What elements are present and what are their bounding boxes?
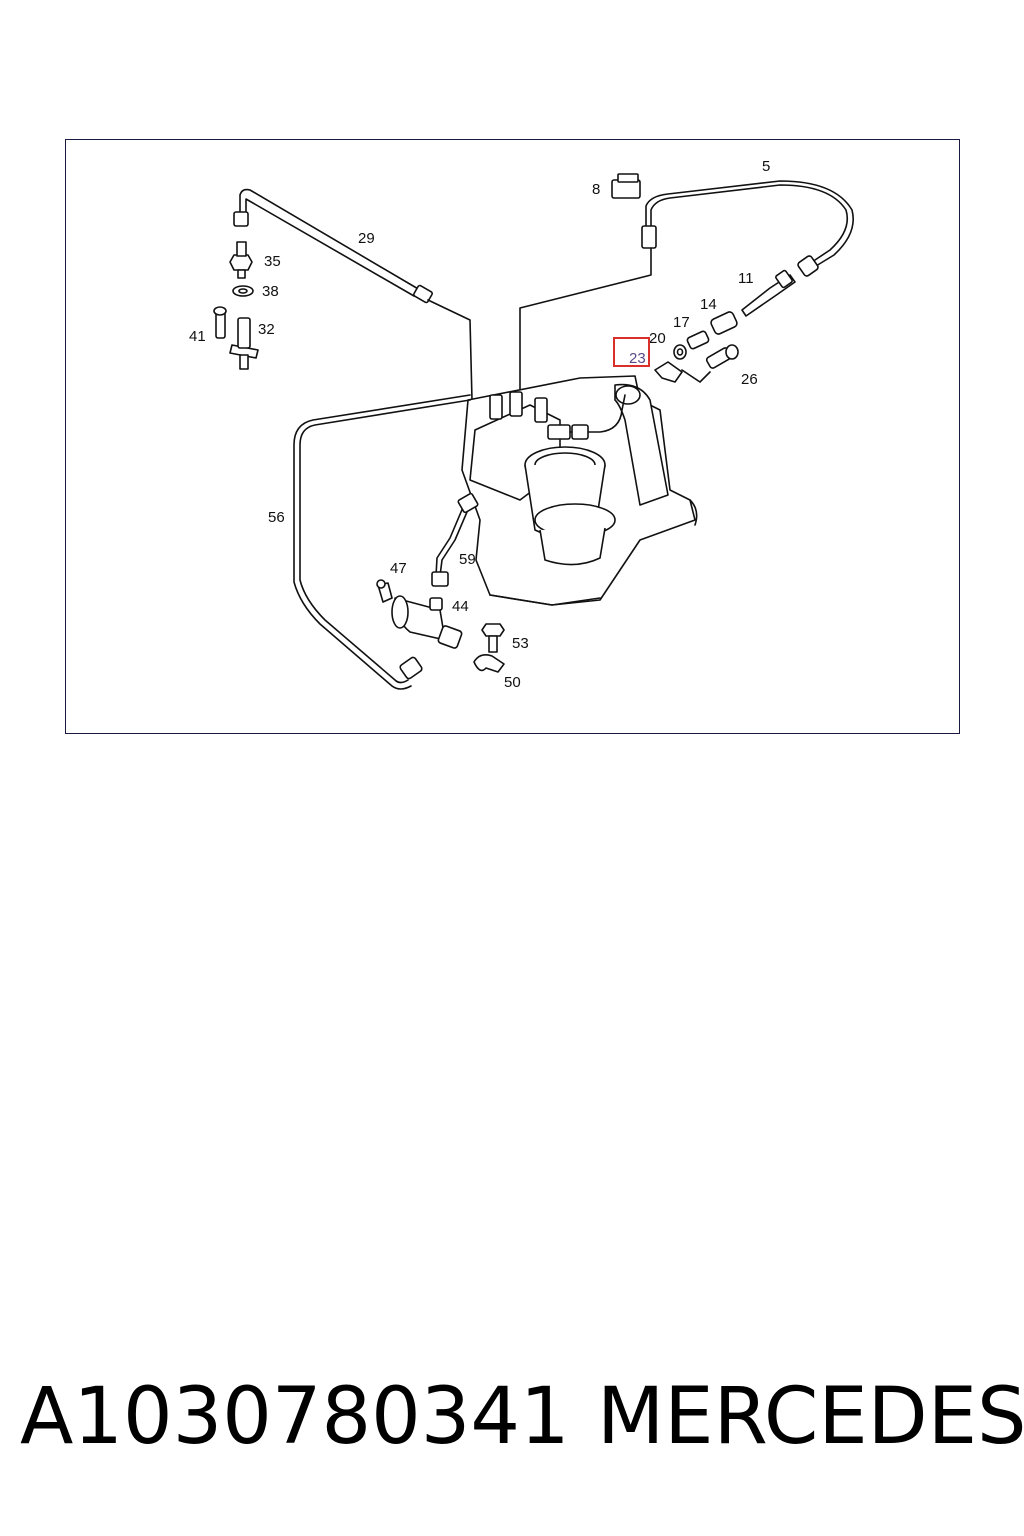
fitting-5a [641, 225, 657, 249]
line-29-drop [427, 299, 473, 401]
fitting-56 [399, 656, 423, 680]
manifold-edge [689, 499, 698, 526]
part-23-bracket [654, 361, 683, 383]
part-35-bolt [229, 254, 253, 271]
distributor-valve-1 [489, 394, 503, 420]
fitting-29b [413, 284, 433, 304]
fuel-line-59-inner [435, 504, 465, 577]
part-44-nut [429, 597, 443, 611]
line-5-drop [519, 247, 652, 401]
fuel-line-5-inner [645, 180, 854, 267]
part-number: A1030780341 [20, 1372, 570, 1462]
part-17-sleeve [686, 330, 710, 350]
throttle-lower [539, 527, 606, 566]
callout-26: 26 [741, 371, 758, 388]
distributor-valve-2 [509, 391, 523, 417]
callout-35: 35 [264, 253, 281, 270]
part-35-tail [237, 269, 246, 279]
part-38-hole [238, 288, 248, 294]
distributor-valve-3 [534, 397, 548, 423]
callout-56: 56 [268, 509, 285, 526]
part-26-head [725, 344, 739, 360]
caption: A1030780341 MERCEDES [0, 1372, 1024, 1472]
part-53-bolt [481, 623, 505, 637]
fuel-line-56 [299, 399, 471, 684]
fuel-line-29 [239, 188, 421, 291]
part-20-ring-hole [676, 348, 684, 356]
fitting-29a [233, 211, 249, 227]
fitting-59b [431, 571, 449, 587]
fitting-59a [457, 492, 479, 514]
part-14-fitting [710, 311, 738, 335]
callout-5: 5 [762, 158, 770, 175]
part-32-body [237, 317, 251, 349]
callout-50: 50 [504, 674, 521, 691]
part-11-end [775, 269, 793, 289]
callout-23: 23 [629, 350, 646, 367]
parts-diagram [213, 173, 854, 690]
callout-11: 11 [738, 270, 754, 287]
regulator-nozzle [437, 625, 463, 649]
distributor-nut [571, 424, 589, 440]
fuel-line-56-inner [293, 394, 471, 690]
part-47-end [376, 579, 386, 589]
diagram-frame [65, 139, 960, 734]
callout-17: 17 [673, 314, 690, 331]
part-53-shank [488, 635, 498, 653]
callout-layer: 5 8 11 14 17 20 23 26 29 32 35 38 41 44 … [189, 158, 770, 691]
callout-20: 20 [649, 330, 666, 347]
callout-41: 41 [189, 328, 206, 345]
fuel-line-59 [439, 504, 471, 577]
part-50-clamp [473, 654, 505, 673]
fuel-line-29-inner [245, 198, 415, 297]
distributor-line [569, 394, 626, 433]
callout-44: 44 [452, 598, 469, 615]
part-8-top [617, 173, 639, 183]
part-32-stem [239, 354, 249, 370]
callout-38: 38 [262, 283, 279, 300]
part-23-leader [681, 369, 711, 383]
callout-23-highlight-box [613, 337, 650, 367]
brand-name: MERCEDES [597, 1372, 1024, 1462]
manifold-base-line [489, 594, 601, 606]
callout-14: 14 [700, 296, 717, 313]
part-35-shank [236, 241, 247, 257]
fitting-5b [797, 255, 819, 277]
fuel-line-5 [650, 184, 849, 263]
callout-29: 29 [358, 230, 375, 247]
callout-53: 53 [512, 635, 529, 652]
callout-8: 8 [592, 181, 600, 198]
callout-32: 32 [258, 321, 275, 338]
part-41-head [213, 306, 227, 316]
regulator-cap [391, 595, 409, 629]
callout-59: 59 [459, 551, 476, 568]
callout-47: 47 [390, 560, 407, 577]
manifold-port [615, 385, 641, 405]
